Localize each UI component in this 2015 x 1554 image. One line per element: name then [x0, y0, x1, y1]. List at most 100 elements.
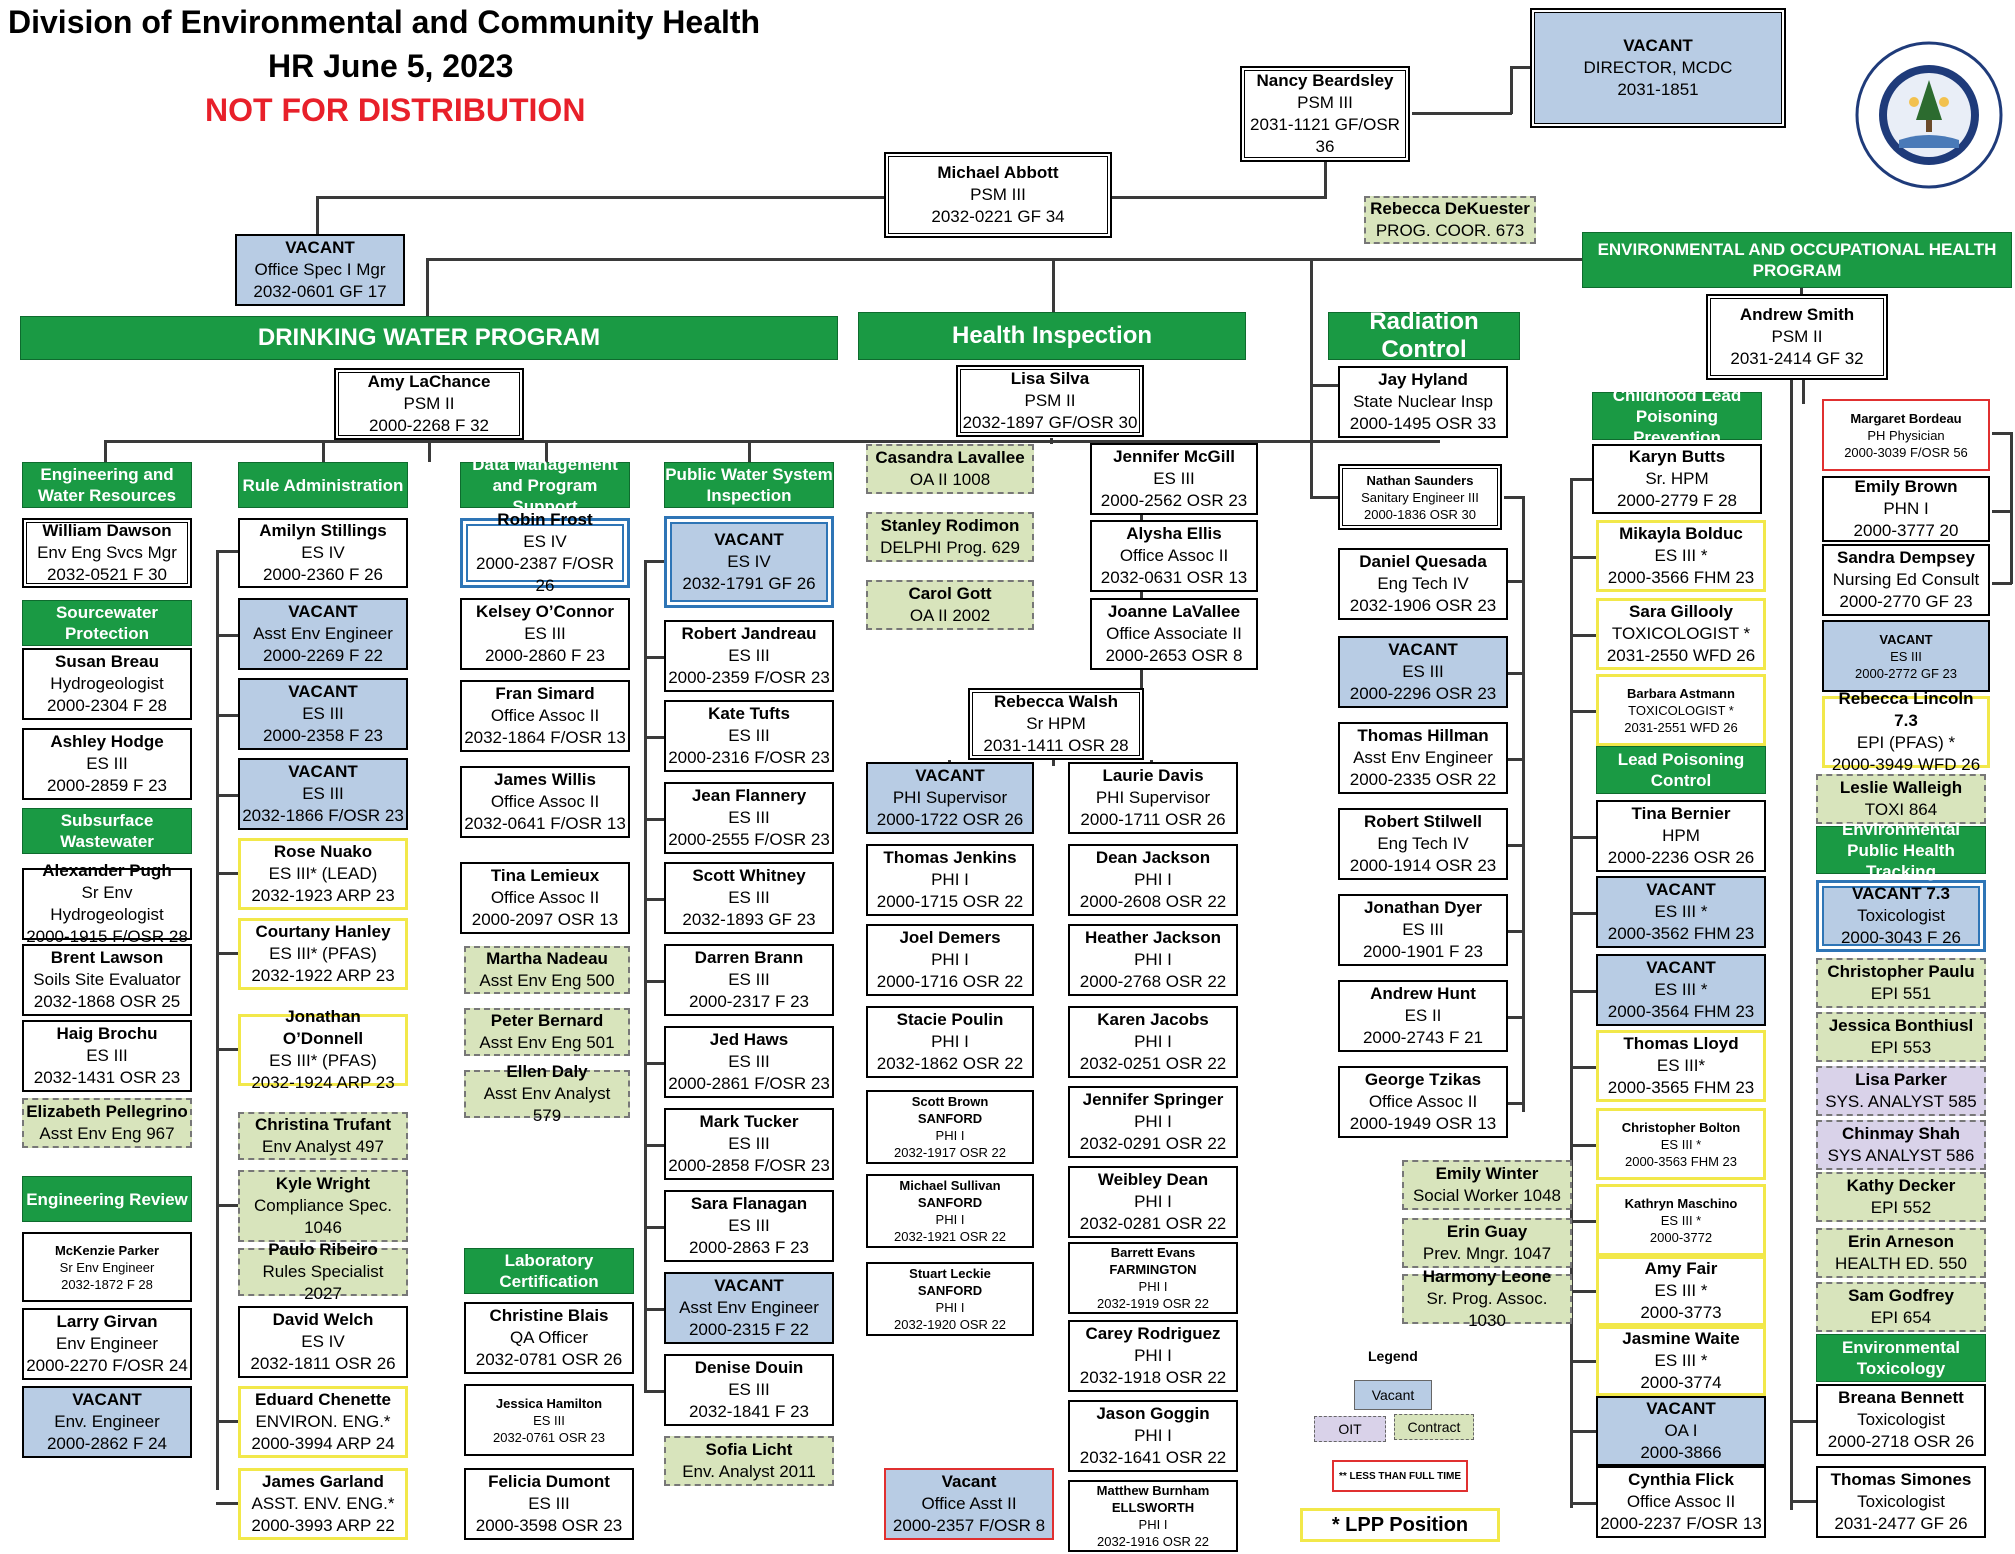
position-detail: Office Associate II: [1106, 624, 1242, 643]
position-name: VACANT: [285, 238, 355, 257]
connector-line: [545, 440, 548, 462]
position-detail: ES III: [728, 646, 770, 665]
connector-line: [1570, 1360, 1596, 1363]
position-detail: 2000-2770 GF 23: [1839, 592, 1973, 611]
position-detail: Asst Env Engineer: [253, 624, 393, 643]
position-name: Christine Blais: [489, 1306, 609, 1325]
position-detail: Sanitary Engineer III: [1361, 489, 1479, 505]
connector-line: [1500, 930, 1524, 933]
connector-line: [1310, 384, 1340, 387]
position-name: VACANT: [915, 766, 985, 785]
position-detail: Social Worker 1048: [1412, 1186, 1562, 1205]
position-name: Laurie Davis: [1102, 766, 1204, 785]
position-name: VACANT: [288, 602, 358, 621]
position-name: Margaret Bordeau: [1850, 410, 1962, 426]
position-name: Emily Winter: [1435, 1164, 1539, 1183]
position-detail: 2032-1862 OSR 22: [876, 1054, 1024, 1073]
position-detail: 2000-3993 ARP 22: [251, 1516, 395, 1535]
connector-line: [1570, 634, 1596, 637]
position-detail: 2000-2858 F/OSR 23: [668, 1156, 830, 1175]
legend-lpp: * LPP Position: [1300, 1508, 1500, 1542]
position-name: Lisa Silva: [1010, 369, 1090, 388]
position-detail: PHI I: [935, 1300, 965, 1315]
position-detail: 2032-1917 OSR 22: [893, 1145, 1007, 1160]
connector-line: [216, 714, 238, 717]
position-detail: PHI I: [935, 1212, 965, 1227]
legend-less-than-full-time: ** LESS THAN FULL TIME: [1332, 1460, 1468, 1492]
position-detail: 2000-3773: [1640, 1303, 1722, 1322]
position-detail: TOXICOLOGIST *: [1611, 624, 1751, 643]
position-name: Ellen Daly: [506, 1062, 588, 1081]
position-name: Nancy Beardsley: [1256, 71, 1394, 90]
position-detail: ASST. ENV. ENG.*: [251, 1494, 395, 1513]
position-name: Emily Brown: [1854, 477, 1958, 496]
position-name: VACANT: [1879, 631, 1933, 647]
connector-line: [216, 634, 238, 637]
position-name: Darren Brann: [694, 948, 804, 967]
position-detail: PH Physician: [1867, 427, 1945, 443]
connector-line: [1992, 582, 2012, 585]
position-detail: ES III *: [1660, 1212, 1702, 1228]
program-header-lpc: Lead Poisoning Control: [1596, 746, 1766, 794]
position-detail: 2031-2414 GF 32: [1730, 349, 1864, 368]
position-name: Thomas Jenkins: [883, 848, 1017, 867]
position-name: VACANT: [288, 682, 358, 701]
position-name: Christina Trufant: [254, 1115, 391, 1134]
position-name: James Willis: [494, 770, 596, 789]
position-detail: ES III: [1153, 469, 1195, 488]
position-name: McKenzie Parker: [54, 1242, 160, 1258]
position-name: Cynthia Flick: [1628, 1470, 1734, 1489]
position-detail: EPI (PFAS) *: [1856, 733, 1956, 752]
position-name: Rebecca DeKuester: [1370, 199, 1530, 218]
program-header-eoh: ENVIRONMENTAL AND OCCUPATIONAL HEALTH PR…: [1582, 232, 2012, 288]
position-name: Amy LaChance: [367, 372, 491, 391]
position-detail: ES II: [1404, 1006, 1442, 1025]
position-detail: DIRECTOR, MCDC: [1583, 58, 1733, 77]
position-detail: 2000-1716 OSR 22: [876, 972, 1024, 991]
position-detail: Asst Env Analyst 579: [483, 1084, 611, 1125]
position-detail: 2000-2653 OSR 8: [1105, 646, 1243, 665]
position-detail: 2000-3562 FHM 23: [1607, 924, 1755, 943]
position-detail: Toxicologist: [1857, 1492, 1945, 1511]
connector-line: [216, 1502, 238, 1505]
position-name: Michael Abbott: [937, 163, 1059, 182]
position-detail: SYS ANALYST 586: [1827, 1146, 1975, 1165]
connector-line: [216, 1048, 238, 1051]
program-header-et: Environmental Toxicology: [1816, 1334, 1986, 1382]
position-detail: 2000-1949 OSR 13: [1349, 1114, 1497, 1133]
connector-line: [644, 736, 664, 739]
connector-line: [1310, 258, 1313, 496]
position-detail: PHI I: [931, 1032, 969, 1051]
position-detail: SANFORD: [917, 1111, 983, 1126]
connector-line: [1310, 496, 1340, 499]
position-detail: Office Assoc II: [1626, 1492, 1736, 1511]
program-header-dw: DRINKING WATER PROGRAM: [20, 316, 838, 360]
position-detail: 2000-2859 F 23: [46, 776, 168, 795]
position-detail: 2000-1722 OSR 26: [876, 810, 1024, 829]
position-name: Robert Jandreau: [681, 624, 817, 643]
legend-contract: Contract: [1394, 1414, 1474, 1440]
position-name: Denise Douin: [694, 1358, 804, 1377]
connector-line: [1570, 1290, 1596, 1293]
position-name: Amilyn Stillings: [259, 521, 387, 540]
position-detail: 2000-2315 F 22: [688, 1320, 810, 1339]
position-detail: 2032-1919 OSR 22: [1096, 1296, 1210, 1311]
position-name: Scott Whitney: [692, 866, 806, 885]
